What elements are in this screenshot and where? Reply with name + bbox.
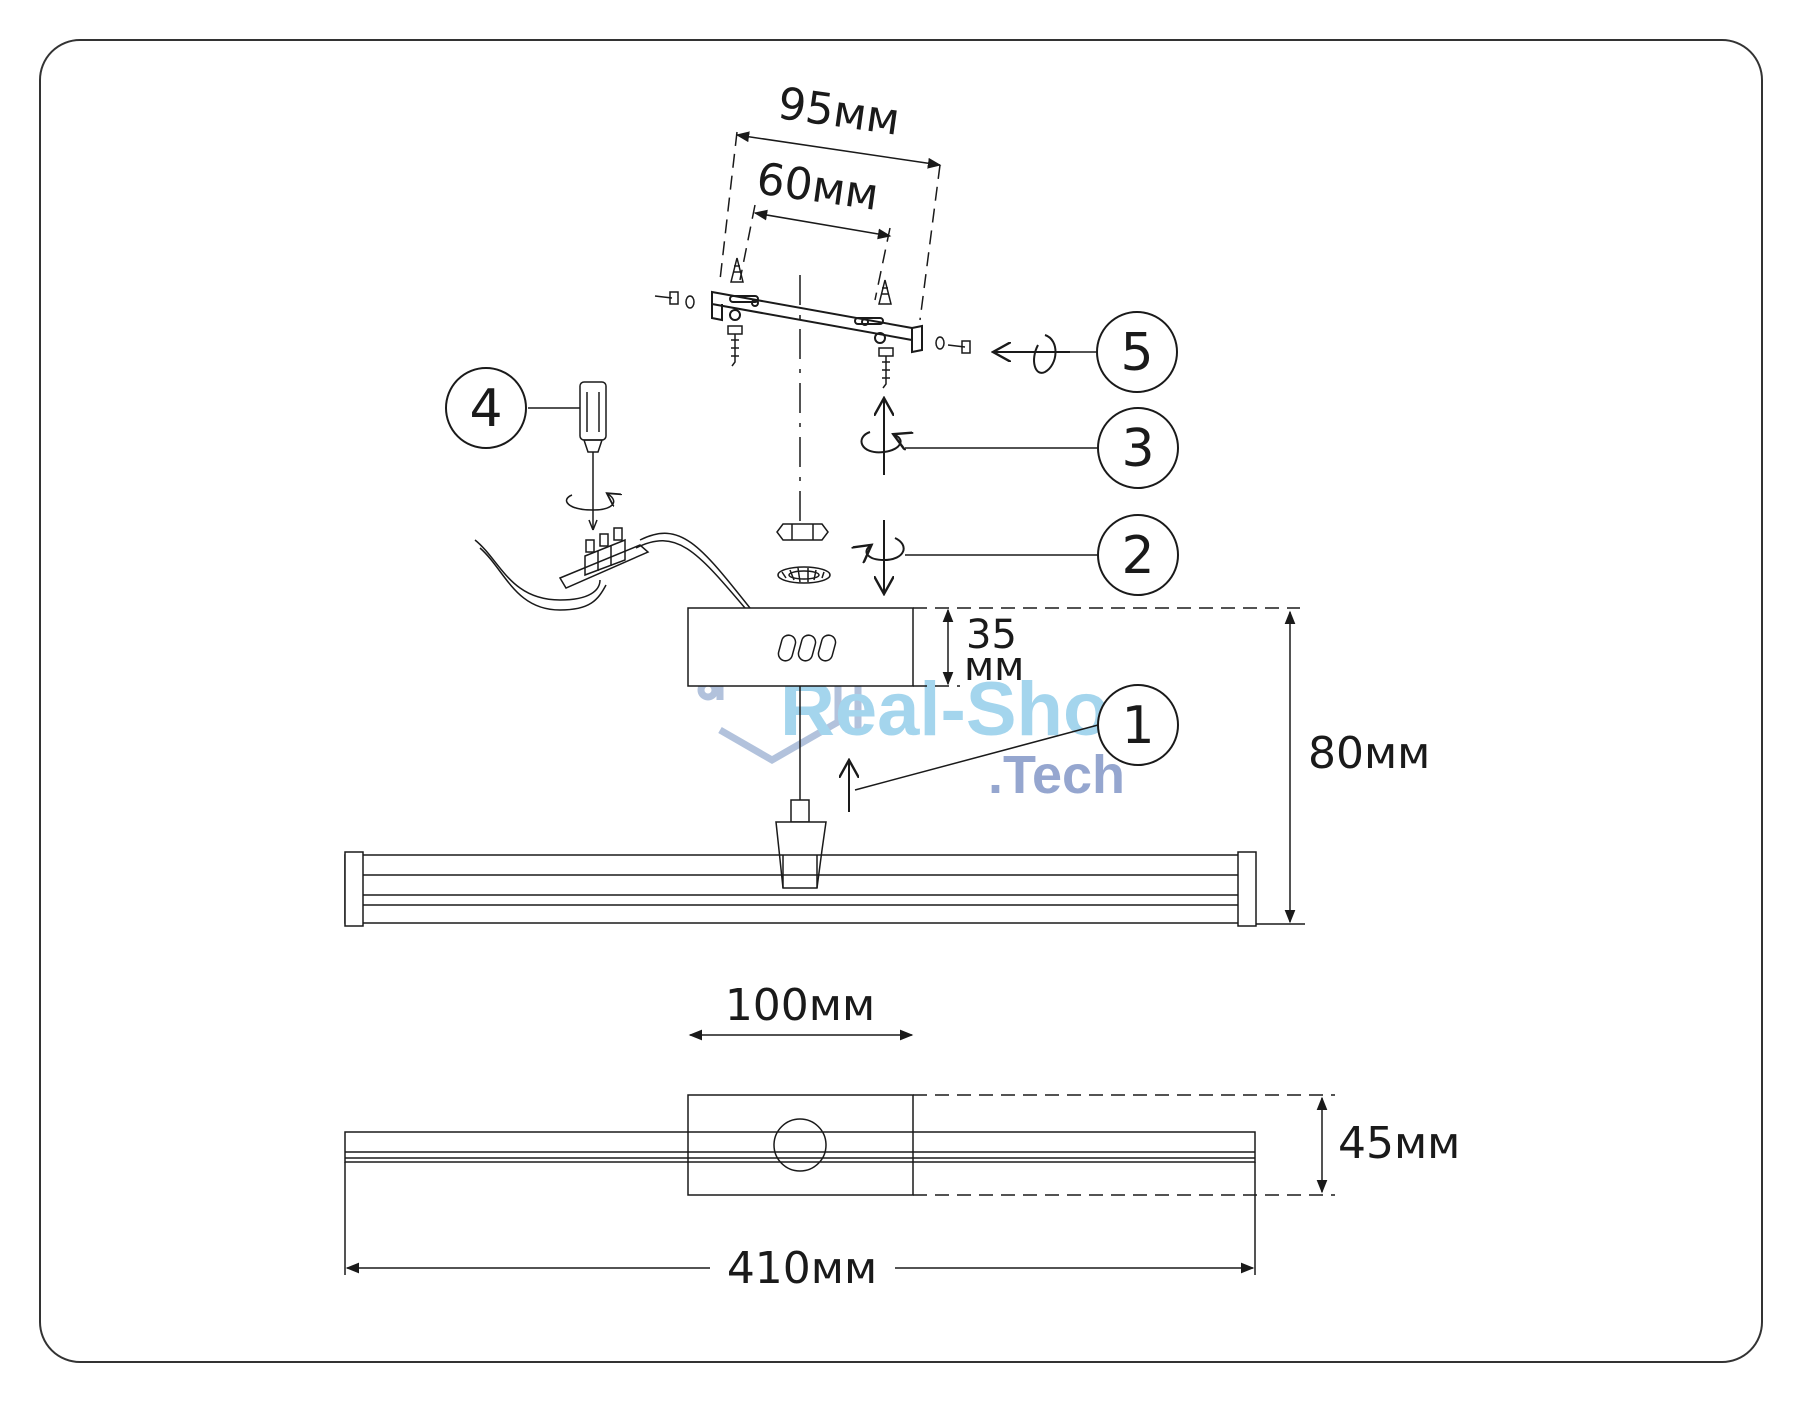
callout-1-label: 1 [1121, 696, 1154, 756]
screwdriver-icon [565, 381, 614, 531]
mounting-box [687, 607, 914, 687]
dim-60-line [753, 209, 892, 240]
lamp-bar-side [344, 851, 1257, 927]
lamp-bar-top-view [344, 1131, 1256, 1163]
callout-4: 4 [445, 367, 527, 449]
dim-45-extensions [913, 1094, 1335, 1196]
rotate-arrow-icon-5 [995, 334, 1070, 374]
terminal-block [474, 527, 751, 611]
dim-95-line [735, 131, 942, 169]
callout-2-label: 2 [1121, 526, 1154, 586]
dim-80-label: 80мм [1308, 728, 1430, 779]
callout-3: 3 [1097, 407, 1179, 489]
page-frame [39, 39, 1763, 1363]
dim-100-label: 100мм [725, 980, 875, 1031]
rotate-arrow-icon-2 [866, 520, 905, 592]
dim-60-label: 60мм [753, 153, 881, 221]
fixing-screws [727, 325, 894, 389]
callout-1: 1 [1097, 684, 1179, 766]
wall-dowels [730, 257, 892, 305]
nut-and-washer [776, 523, 831, 584]
dim-35-label: 35 [966, 612, 1017, 658]
side-screws [654, 291, 971, 354]
watermark-sub-text: .Tech [988, 745, 1125, 805]
dim-95-label: 95мм [775, 78, 903, 146]
mounting-bracket [711, 290, 923, 354]
mounting-box-top-view [687, 1094, 914, 1196]
dim-410-label: 410мм [727, 1243, 877, 1294]
callout-4-label: 4 [469, 379, 502, 439]
callout-3-label: 3 [1121, 419, 1154, 479]
callout-5-label: 5 [1120, 323, 1153, 383]
dim-45-label: 45мм [1338, 1118, 1460, 1169]
dim-35-unit: мм [964, 644, 1024, 690]
callout-5: 5 [1096, 311, 1178, 393]
bracket-extension-lines [719, 131, 941, 321]
rotate-arrow-icon-3 [860, 400, 901, 475]
callout-leaders [528, 351, 1099, 791]
callout-2: 2 [1097, 514, 1179, 596]
